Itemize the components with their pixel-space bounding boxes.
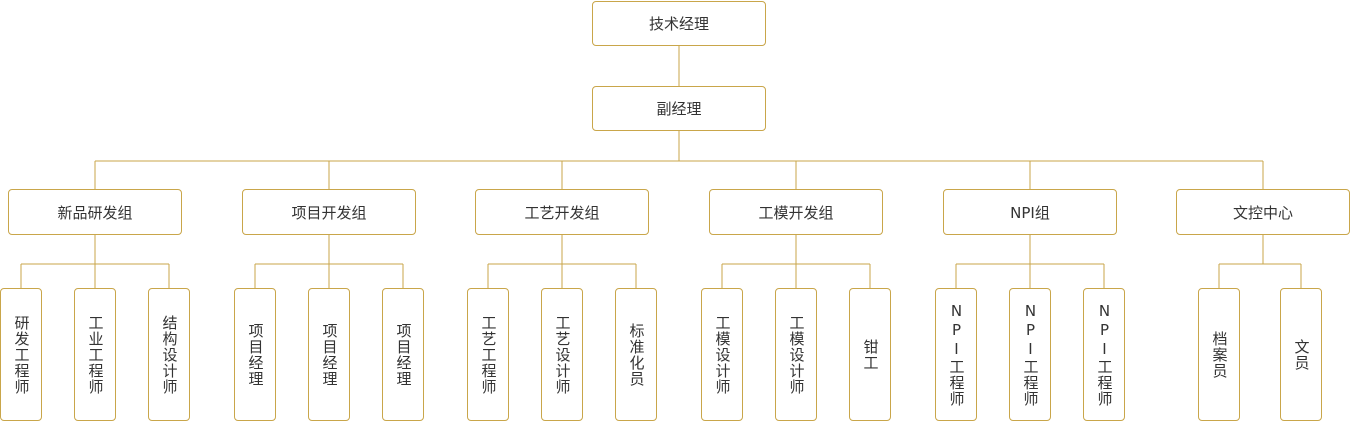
node-member: 项目经理 <box>382 288 424 421</box>
node-member: NPI工程师 <box>1083 288 1125 421</box>
node-label: 钳工 <box>861 338 880 371</box>
node-label: 文员 <box>1292 338 1311 371</box>
node-group: 项目开发组 <box>242 189 416 235</box>
node-label: 工业工程师 <box>86 314 105 395</box>
node-label: 工模设计师 <box>787 314 806 395</box>
node-member: 项目经理 <box>308 288 350 421</box>
node-label: 工模设计师 <box>713 314 732 395</box>
node-label: 项目经理 <box>246 322 265 387</box>
node-member: 工业工程师 <box>74 288 116 421</box>
node-label: 档案员 <box>1210 330 1229 379</box>
node-label: 项目经理 <box>394 322 413 387</box>
node-label: 标准化员 <box>627 322 646 387</box>
node-label: NPI工程师 <box>1095 302 1114 407</box>
node-label: 工艺工程师 <box>479 314 498 395</box>
node-member: 项目经理 <box>234 288 276 421</box>
node-group: 工模开发组 <box>709 189 883 235</box>
node-member: 文员 <box>1280 288 1322 421</box>
node-label: 工艺开发组 <box>524 203 600 222</box>
node-member: 工模设计师 <box>701 288 743 421</box>
node-member: 研发工程师 <box>0 288 42 421</box>
node-group: 工艺开发组 <box>475 189 649 235</box>
node-label: 工艺设计师 <box>553 314 572 395</box>
node-group: 新品研发组 <box>8 189 182 235</box>
node-label: 研发工程师 <box>12 314 31 395</box>
node-member: NPI工程师 <box>935 288 977 421</box>
node-group: 文控中心 <box>1176 189 1350 235</box>
node-label: NPI组 <box>1010 203 1050 222</box>
node-label: NPI工程师 <box>1021 302 1040 407</box>
node-label: 技术经理 <box>648 15 709 33</box>
node-label: NPI工程师 <box>947 302 966 407</box>
node-technical-manager: 技术经理 <box>592 1 766 46</box>
node-label: 副经理 <box>656 100 702 118</box>
node-member: 工模设计师 <box>775 288 817 421</box>
node-label: 工模开发组 <box>758 203 834 222</box>
node-member: 工艺工程师 <box>467 288 509 421</box>
node-member: NPI工程师 <box>1009 288 1051 421</box>
node-member: 标准化员 <box>615 288 657 421</box>
node-label: 新品研发组 <box>57 203 133 222</box>
node-member: 结构设计师 <box>148 288 190 421</box>
node-member: 档案员 <box>1198 288 1240 421</box>
node-member: 工艺设计师 <box>541 288 583 421</box>
node-label: 项目开发组 <box>291 203 367 222</box>
node-label: 项目经理 <box>320 322 339 387</box>
node-group: NPI组 <box>943 189 1117 235</box>
node-label: 结构设计师 <box>160 314 179 395</box>
node-member: 钳工 <box>849 288 891 421</box>
node-label: 文控中心 <box>1232 203 1293 222</box>
node-deputy-manager: 副经理 <box>592 86 766 131</box>
